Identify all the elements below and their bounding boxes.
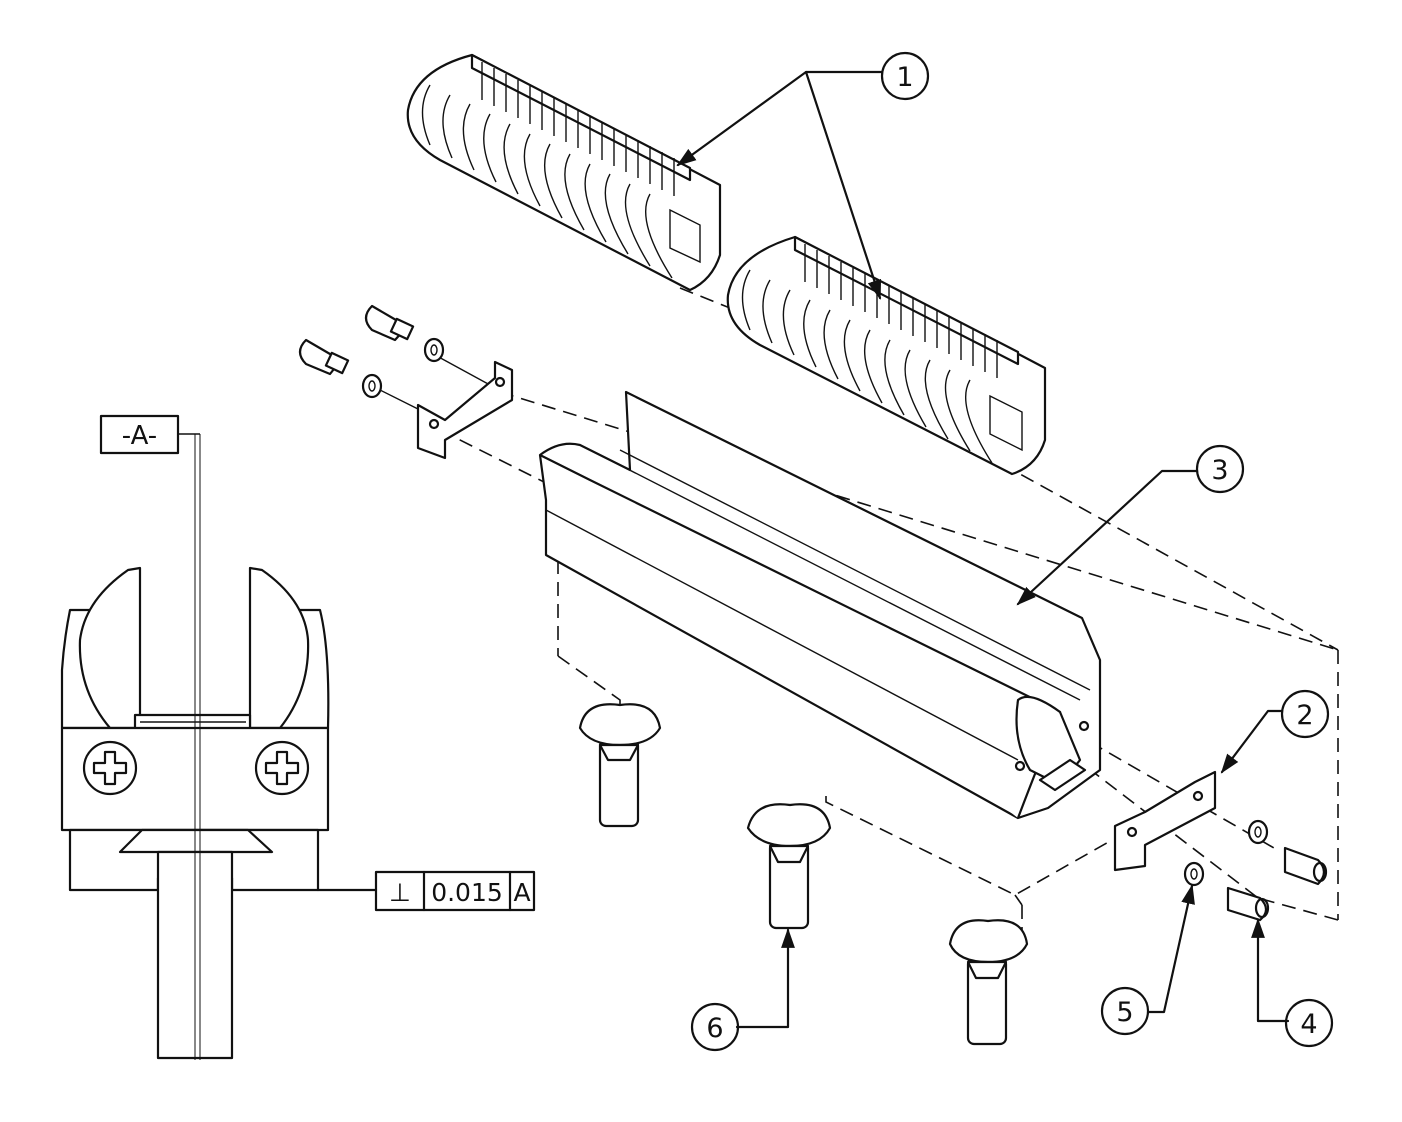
carriage-bolt <box>578 703 662 828</box>
pan-head-screw <box>298 338 350 376</box>
datum-reference: A <box>513 878 530 907</box>
phillips-screw-icon <box>82 740 138 796</box>
feature-control-frame: ⊥ 0.015 A <box>316 870 536 912</box>
balloon-number: 4 <box>1300 1009 1317 1040</box>
washer <box>423 337 445 363</box>
balloon-number: 5 <box>1116 997 1133 1028</box>
balloon-callout-3: 3 <box>1016 444 1245 606</box>
vented-tube-lower <box>726 235 1047 476</box>
channel-body <box>538 390 1102 820</box>
balloon-callout-6: 6 <box>690 928 795 1052</box>
washer <box>1247 819 1269 845</box>
perpendicularity-symbol-icon: ⊥ <box>389 878 411 907</box>
pan-head-screw <box>1226 886 1270 922</box>
balloon-number: 6 <box>706 1013 723 1044</box>
assembly-lines <box>369 287 1339 935</box>
tolerance-value: 0.015 <box>431 878 503 907</box>
balloon-callout-4: 4 <box>1251 918 1334 1048</box>
balloon-number: 1 <box>896 62 913 93</box>
carriage-bolt <box>948 919 1029 1046</box>
section-view <box>60 433 330 1060</box>
phillips-screw-icon <box>254 740 310 796</box>
balloon-callout-2: 2 <box>1220 689 1330 774</box>
balloon-callout-5: 5 <box>1100 884 1195 1036</box>
washer <box>1183 861 1205 887</box>
datum-feature-symbol: -A- <box>99 414 180 455</box>
datum-label: -A- <box>122 421 157 451</box>
pan-head-screw <box>364 304 415 342</box>
balloon-number: 2 <box>1296 700 1313 731</box>
mounting-bracket-left <box>416 360 514 460</box>
balloon-callout-1: 1 <box>676 51 930 300</box>
mounting-bracket-right <box>1113 770 1217 872</box>
carriage-bolt <box>746 803 832 930</box>
washer <box>361 373 383 399</box>
balloon-number: 3 <box>1211 455 1228 486</box>
vented-tube-upper <box>406 53 722 292</box>
pan-head-screw <box>1283 846 1328 886</box>
